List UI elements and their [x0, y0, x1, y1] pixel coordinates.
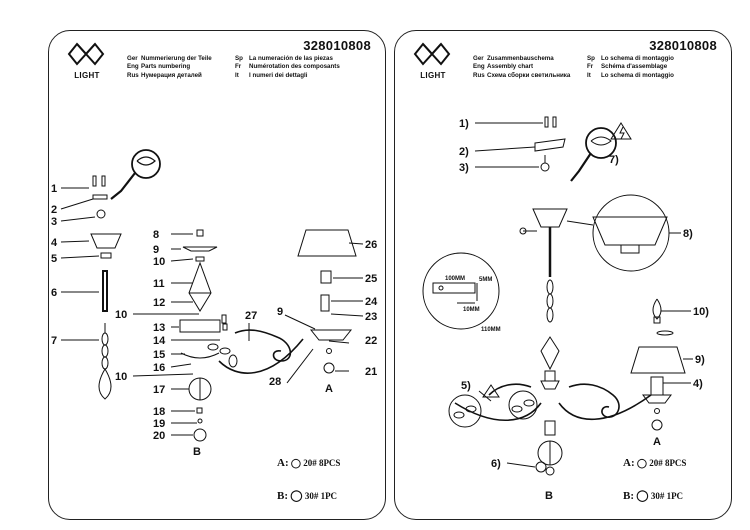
wire-coil-icon: [110, 149, 161, 200]
label-13: 13: [153, 322, 165, 334]
label-25: 25: [365, 273, 377, 285]
arm: [218, 338, 304, 374]
step-8: 8): [683, 228, 693, 240]
rod-dimension-detail: [422, 252, 500, 330]
logo-mark-icon: [413, 42, 451, 66]
legend-b: B: ◯ 30# 1PC: [623, 490, 684, 502]
chain-link-icon: [207, 323, 238, 368]
crystal-small-icon: ◯: [636, 458, 647, 468]
column-glass: [540, 336, 560, 371]
legend-b: B: ◯ 30# 1PC: [277, 490, 338, 502]
label-18: 18: [153, 406, 165, 418]
label-15: 15: [153, 349, 165, 361]
lamp-shade: [630, 346, 686, 374]
label-7: 7: [51, 335, 57, 347]
label-3: 3: [51, 216, 57, 228]
dim-110mm: 110MM: [481, 327, 501, 333]
assembly-drawing: [422, 116, 693, 476]
label-10a: 10: [153, 256, 165, 268]
step-6: 6): [491, 458, 501, 470]
label-26: 26: [365, 239, 377, 251]
step-7: 7): [609, 154, 619, 166]
crystal-small-icon: ◯: [290, 458, 301, 468]
label-10c: 10: [115, 371, 127, 383]
step-3: 3): [459, 162, 469, 174]
label-2: 2: [51, 204, 57, 216]
label-22: 22: [365, 335, 377, 347]
step-10: 10): [693, 306, 709, 318]
label-4: 4: [51, 237, 58, 249]
step-1: 1): [459, 118, 469, 130]
label-6: 6: [51, 287, 57, 299]
part-8: [196, 229, 204, 237]
label-17: 17: [153, 384, 165, 396]
label-1: 1: [51, 183, 57, 195]
model-number: 328010808: [303, 38, 371, 53]
label-9b: 9: [277, 306, 283, 318]
label-23: 23: [365, 311, 377, 323]
label-16: 16: [153, 362, 165, 374]
step-4: 4): [693, 378, 703, 390]
label-14: 14: [153, 335, 166, 347]
canopy: [90, 233, 122, 249]
parts-labels: 1 2 3 4 5 6 7 8 9 10 11 12 10 13 14 15 1…: [51, 183, 378, 458]
label-12: 12: [153, 297, 165, 309]
warning-icon: [482, 384, 500, 398]
dim-10mm: 10MM: [463, 307, 480, 313]
crystal-large-icon: ◯: [636, 490, 649, 502]
assembly-labels: 1) 2) 3) 7) 8) 10) 9) 4) 5) 6) A B 100MM…: [445, 118, 709, 502]
label-B: B: [193, 446, 201, 458]
label-11: 11: [153, 278, 165, 290]
label-19: 19: [153, 418, 165, 430]
crystal-large-icon: ◯: [290, 490, 303, 502]
logo-mark-icon: [67, 42, 105, 66]
label-20: 20: [153, 430, 165, 442]
logo-text: LIGHT: [74, 71, 100, 80]
logo-text: LIGHT: [420, 71, 446, 80]
legend-a: A: ◯ 20# 8PCS: [623, 457, 687, 469]
model-number: 328010808: [649, 38, 717, 53]
brand-logo: LIGHT: [409, 41, 455, 85]
label-24: 24: [365, 296, 378, 308]
legend-a: A: ◯ 20# 8PCS: [277, 457, 341, 469]
rod: [102, 270, 108, 312]
label-8: 8: [153, 229, 159, 241]
wire-coil-icon: [585, 127, 617, 159]
label-5: 5: [51, 253, 57, 265]
arm: [558, 394, 652, 421]
step-5: 5): [461, 380, 471, 392]
chain-icon: [98, 323, 112, 400]
dim-5mm: 5MM: [479, 277, 492, 283]
label-10b: 10: [115, 309, 127, 321]
label-28: 28: [269, 376, 281, 388]
bulb-icon: [652, 298, 662, 320]
label-9: 9: [153, 244, 159, 256]
step-2: 2): [459, 146, 469, 158]
label-B: B: [545, 490, 553, 502]
label-21: 21: [365, 366, 377, 378]
label-A: A: [325, 383, 333, 395]
label-27: 27: [245, 310, 257, 322]
parts-drawing: [60, 149, 364, 442]
lamp-shade: [297, 229, 357, 257]
chain-link-detail: [448, 394, 482, 428]
step-9: 9): [695, 354, 705, 366]
screws-icon: [92, 175, 108, 219]
canopy: [532, 208, 568, 228]
dim-100mm: 100MM: [445, 276, 465, 282]
label-A: A: [653, 436, 661, 448]
brand-logo: LIGHT: [63, 41, 109, 85]
